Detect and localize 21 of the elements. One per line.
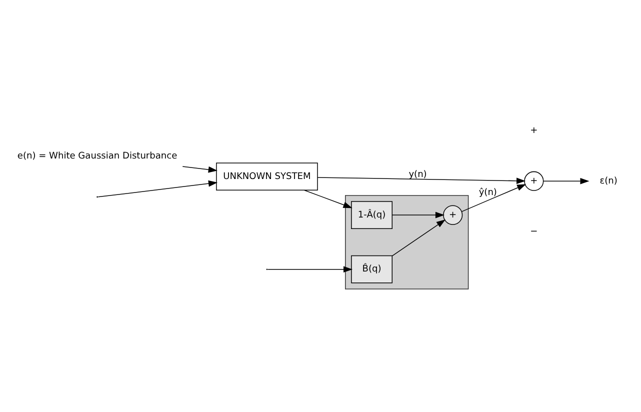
arrow [98,180,218,198]
node-box: B̂(q) [351,255,393,284]
arrow [461,184,526,212]
arrow [542,178,590,184]
label: + [530,126,538,136]
node-box: UNKNOWN SYSTEM [216,162,318,191]
edge-label: y(n) [408,170,427,180]
arrow [267,266,353,273]
node-box: 1-Â(q) [351,201,393,229]
arrow [304,190,352,208]
label: − [530,226,538,237]
arrow [392,220,446,256]
arrow [182,166,218,173]
node-circle: + [443,205,463,225]
node-text: ε(n) [600,176,618,186]
arrow [317,177,526,184]
arrow [392,212,444,218]
node-circle: + [524,171,544,191]
node-text: e(n) = White Gaussian Disturbance [17,152,178,162]
edge-label: ŷ(n) [478,188,497,198]
cluster [345,195,469,290]
